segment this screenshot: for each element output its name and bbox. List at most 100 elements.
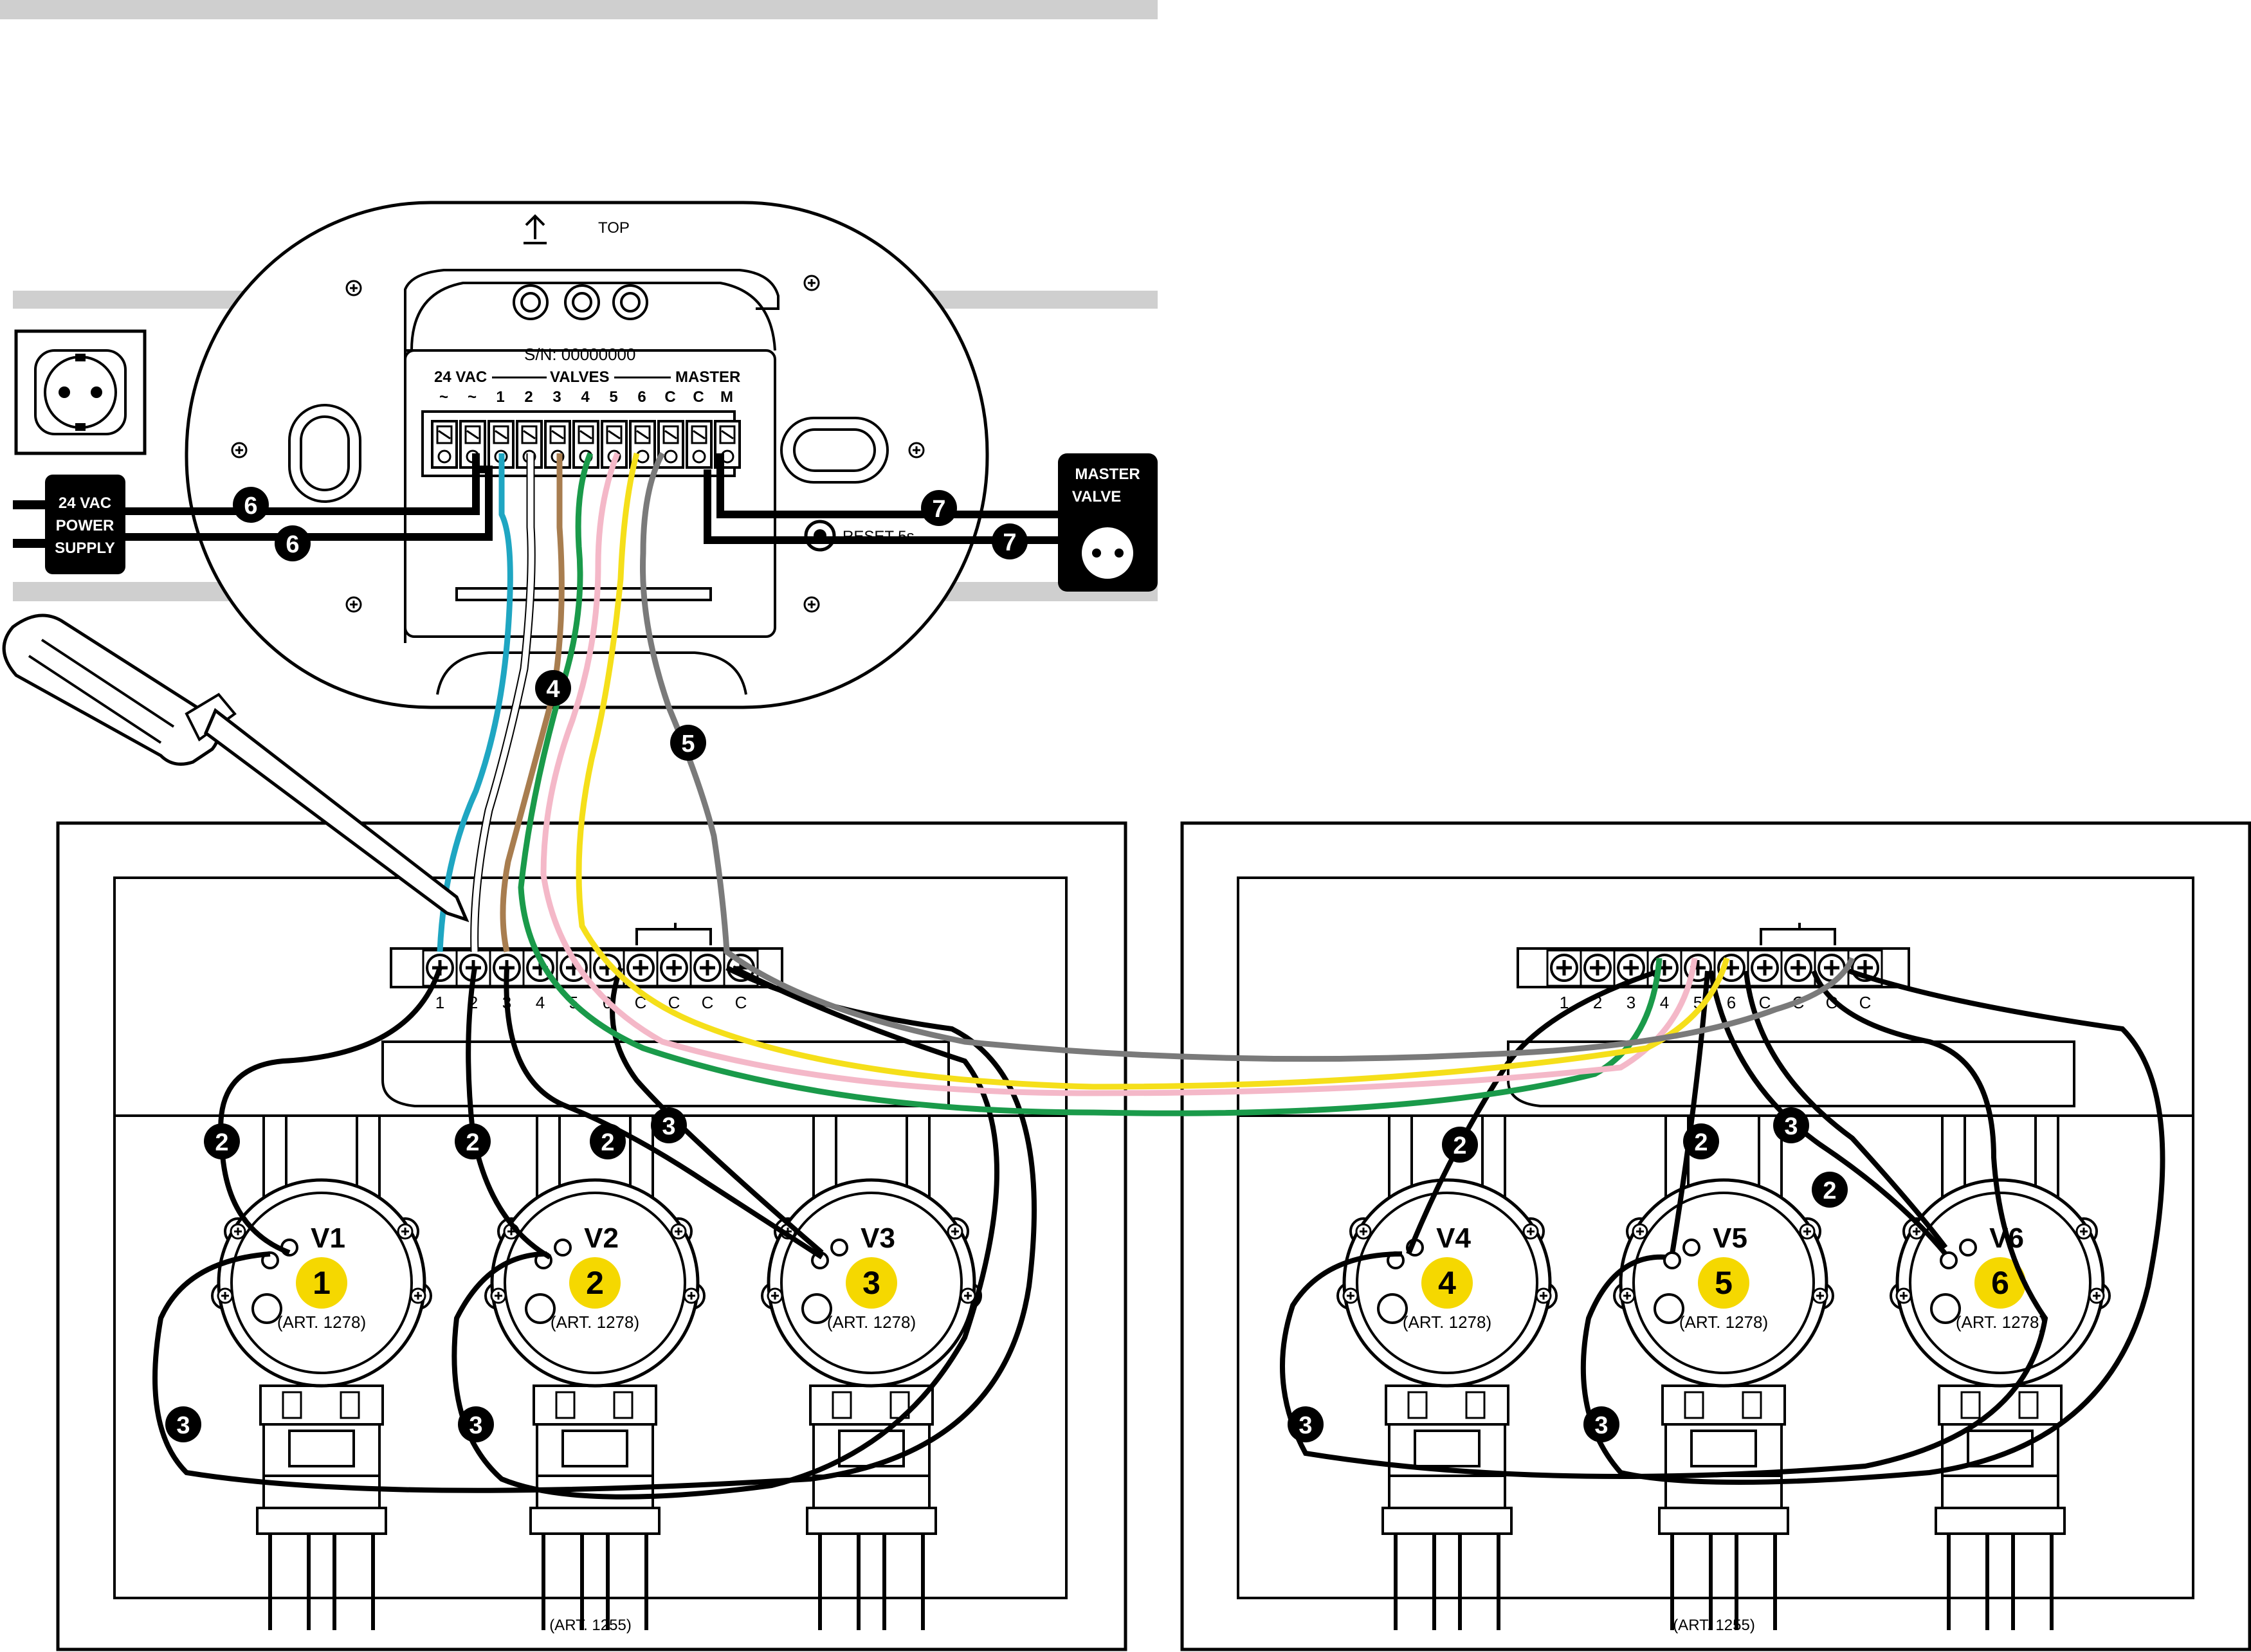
top-rail [0, 0, 1158, 19]
svg-text:4: 4 [546, 676, 560, 703]
valve-name: V3 [861, 1222, 895, 1254]
svg-text:3: 3 [1299, 1412, 1312, 1439]
valve-name: V5 [1713, 1222, 1747, 1254]
box-terminal-label: C [1859, 993, 1872, 1012]
solenoid-valve[interactable]: V11(ART. 1278) [212, 1116, 431, 1630]
valve-art-label: (ART. 1278) [551, 1312, 639, 1332]
svg-text:5: 5 [681, 731, 695, 758]
valve-number: 5 [1715, 1265, 1733, 1301]
callout-return: 3 [165, 1406, 201, 1442]
controller-wires [437, 451, 1855, 1116]
valve-number-badge [296, 1257, 347, 1309]
valve-art-label: (ART. 1278) [277, 1312, 366, 1332]
callout-signal: 2 [1683, 1123, 1719, 1159]
valve-number: 4 [1438, 1265, 1456, 1301]
wire-yellow [576, 452, 1730, 1090]
box-terminal-screw[interactable] [1551, 955, 1577, 981]
box-terminal-screw[interactable] [1585, 955, 1610, 981]
power-supply-line-3: SUPPLY [55, 540, 115, 557]
callouts: 6 6 7 7 4 5 2 2 2 3 3 3 2 2 2 3 3 3 [165, 487, 1848, 1442]
valve-art-label: (ART. 1278) [1956, 1312, 2045, 1332]
master-valve: MASTER VALVE [1058, 453, 1158, 592]
top-label: TOP [598, 219, 630, 237]
valve-number-badge [1974, 1257, 2026, 1309]
wire-green [518, 452, 1663, 1116]
box-terminal-label: 1 [1560, 993, 1569, 1012]
solenoid-valve[interactable]: V2 2 (ART. 1278) [486, 1116, 704, 1630]
callout-return: 3 [1773, 1107, 1809, 1143]
svg-text:3: 3 [662, 1113, 675, 1140]
left-box-art-label: (ART. 1255) [549, 1617, 632, 1634]
box-terminal-screw[interactable] [661, 955, 687, 981]
controller-terminal-label: 4 [581, 388, 590, 406]
svg-text:3: 3 [469, 1412, 482, 1439]
master-label: MASTER [675, 368, 740, 386]
valve-art-label: (ART. 1278) [1679, 1312, 1768, 1332]
screwdriver-icon [2, 613, 469, 923]
callout-return: 3 [458, 1406, 494, 1442]
valve-wires [152, 965, 2165, 1500]
callout-power: 6 [275, 525, 311, 561]
svg-text:6: 6 [244, 493, 257, 520]
svg-text:2: 2 [601, 1129, 614, 1156]
box-terminal-label: C [1759, 993, 1771, 1012]
box-terminal-label: C [702, 993, 714, 1012]
valve-number-badge [846, 1257, 897, 1309]
box-terminal-screw[interactable] [1785, 955, 1811, 981]
svg-text:7: 7 [932, 496, 945, 523]
callout-signal: 2 [1812, 1172, 1848, 1208]
controller-terminal-label: ~ [439, 388, 448, 406]
box-terminal-label: 4 [1660, 993, 1669, 1012]
controller-terminal-label: 2 [524, 388, 533, 406]
box-terminal-screw[interactable] [628, 955, 653, 981]
callout-master: 7 [992, 523, 1028, 559]
svg-text:6: 6 [286, 531, 299, 558]
box-terminal-label: 3 [1627, 993, 1636, 1012]
valve-art-label: (ART. 1278) [827, 1312, 916, 1332]
box-terminal-label: 6 [1727, 993, 1736, 1012]
callout-signal: 2 [204, 1123, 240, 1159]
serial-number: S/N: 00000000 [524, 345, 635, 364]
callout-signal: 2 [455, 1123, 491, 1159]
valve-number: 3 [862, 1265, 880, 1301]
valve-number: 2 [586, 1265, 604, 1301]
solenoid-valve[interactable]: V5 5 (ART. 1278) [1614, 1116, 1833, 1630]
valve-number-badge [1698, 1257, 1749, 1309]
wall-socket [14, 329, 147, 455]
right-box-art-label: (ART. 1255) [1673, 1617, 1755, 1634]
valve-name: V1 [311, 1222, 345, 1254]
box-terminal-label: 4 [536, 993, 545, 1012]
svg-text:2: 2 [1823, 1177, 1836, 1204]
valve-art-label: (ART. 1278) [1403, 1312, 1491, 1332]
valves-label: VALVES [550, 368, 609, 386]
callout-return: 3 [1288, 1406, 1324, 1442]
callout-return: 3 [1583, 1406, 1619, 1442]
callout-power: 6 [233, 487, 269, 523]
callout-common: 4 [535, 670, 571, 706]
valve-name: V2 [584, 1222, 619, 1254]
solenoid-valve[interactable]: V3 3 (ART. 1278) [762, 1116, 981, 1630]
valve-number-badge [1421, 1257, 1473, 1309]
callout-signal: 2 [590, 1123, 626, 1159]
power-supply: 24 VAC POWER SUPPLY [13, 475, 125, 574]
box-terminal-screw[interactable] [1752, 955, 1778, 981]
controller-terminal-label: 1 [496, 388, 504, 406]
box-terminal-label: C [668, 993, 680, 1012]
controller-terminal-label: 5 [609, 388, 617, 406]
wire-pink [540, 452, 1698, 1096]
svg-text:7: 7 [1003, 529, 1016, 556]
controller-terminal-label: M [720, 388, 733, 406]
master-valve-line-1: MASTER [1075, 466, 1140, 483]
wire-white [471, 453, 534, 952]
svg-text:2: 2 [466, 1129, 479, 1156]
power-supply-line-1: 24 VAC [59, 495, 111, 512]
box-terminal-label: C [735, 993, 747, 1012]
callout-master: 7 [921, 490, 957, 526]
solenoid-valve[interactable]: V4 4 (ART. 1278) [1338, 1116, 1556, 1630]
box-terminal-screw[interactable] [695, 955, 720, 981]
valve-number-badge [569, 1257, 621, 1309]
controller-terminal-label: C [664, 388, 675, 406]
solenoid-valve[interactable]: V66(ART. 1278) [1891, 1116, 2110, 1630]
valve-name: V4 [1436, 1222, 1471, 1254]
